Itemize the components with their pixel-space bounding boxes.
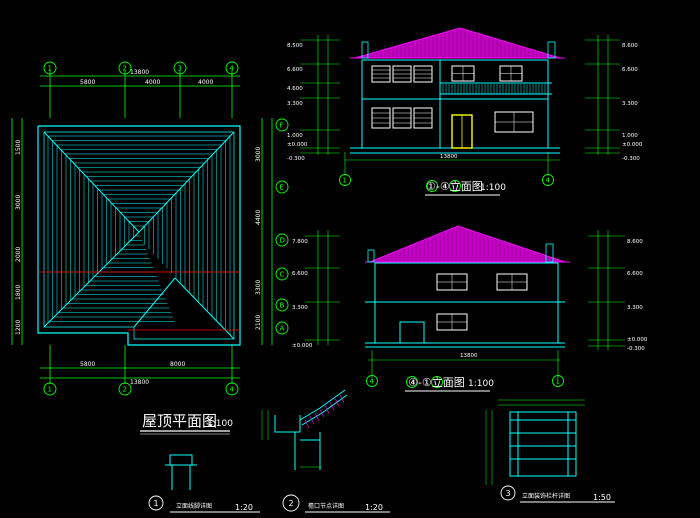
axis-label: 1 <box>48 386 52 394</box>
detail-2: 2 檐口节点详图 1:20 <box>261 389 390 513</box>
balcony-railing <box>442 84 549 94</box>
axis-label: D <box>280 237 285 245</box>
axis-label: C <box>280 271 285 279</box>
level-mark: 8.600 <box>622 43 638 49</box>
level-mark: -0.300 <box>287 156 305 162</box>
level-mark: 1.000 <box>287 133 303 139</box>
front-elevation-title: ①-④立面图 <box>426 179 483 193</box>
detail-number: 2 <box>289 499 294 508</box>
roof-plan-scale: 1:100 <box>207 419 233 429</box>
dim-top-a: 5800 <box>80 79 95 86</box>
level-mark: -0.300 <box>622 156 640 162</box>
facade <box>350 59 560 154</box>
dim-left: 2000 <box>15 247 22 262</box>
axis-label: A <box>280 325 285 333</box>
dim-right: 2100 <box>255 315 262 330</box>
axis-label: 4 <box>370 378 375 386</box>
axis-label: 2 <box>123 65 127 73</box>
back-elevation-title: ④-①立面图 <box>408 375 465 389</box>
level-mark: ±0.000 <box>627 337 648 343</box>
level-mark: 6.600 <box>287 67 303 73</box>
level-mark: 3.300 <box>287 101 303 107</box>
roof-hip-lines <box>43 131 235 340</box>
dim-right: 3000 <box>255 147 262 162</box>
level-mark: 3.300 <box>627 305 643 311</box>
dim-left: 1500 <box>15 140 22 155</box>
dim-total-top: 13800 <box>130 69 149 76</box>
axis-label: 1 <box>556 378 560 386</box>
level-mark: -0.300 <box>627 346 645 352</box>
dim-left: 1800 <box>15 285 22 300</box>
roof-plan: 1 2 3 4 1 2 4 F E D C B A 13800 5800 400… <box>11 61 289 435</box>
back-elevation: 7.800 6.600 3.300 ±0.000 8.600 6.600 3.3… <box>292 225 648 392</box>
level-mark: 7.800 <box>292 239 308 245</box>
axis-label: 4 <box>546 177 551 185</box>
detail-title: 立面装饰栏杆详图 <box>522 492 570 500</box>
roof-plan-title: 屋顶平面图 <box>142 412 217 430</box>
axis-label: F <box>280 122 284 130</box>
level-mark: ±0.000 <box>287 142 308 148</box>
back-elevation-scale: 1:100 <box>468 379 494 389</box>
level-mark: 8.500 <box>287 43 303 49</box>
facade <box>365 262 565 348</box>
roof-pattern <box>358 28 560 58</box>
width-dim: 13800 <box>440 154 458 160</box>
detail-title: 立面线脚详图 <box>176 502 212 510</box>
level-mark: 4.600 <box>287 86 303 92</box>
level-mark: ±0.000 <box>292 343 313 349</box>
roof-pattern <box>373 226 563 262</box>
roof <box>369 225 566 263</box>
axis-label: 4 <box>230 65 235 73</box>
level-mark: 1.000 <box>622 133 638 139</box>
dim-top-c: 4000 <box>198 79 213 86</box>
axis-label: 1 <box>343 177 347 185</box>
level-mark: 6.600 <box>622 67 638 73</box>
level-mark: 8.600 <box>627 239 643 245</box>
detail-number: 1 <box>154 499 159 508</box>
detail-title: 檐口节点详图 <box>308 502 344 510</box>
width-dim: 13800 <box>460 353 478 359</box>
level-mark: ±0.000 <box>622 142 643 148</box>
dim-right: 4400 <box>255 210 262 225</box>
dim-left: 1200 <box>15 320 22 335</box>
dim-total-bottom: 13800 <box>130 379 149 386</box>
dim-top-b: 4000 <box>145 79 160 86</box>
level-mark: 6.600 <box>292 271 308 277</box>
dim-right: 3300 <box>255 280 262 295</box>
dim-bottom-b: 8000 <box>170 361 185 368</box>
detail-scale: 1:20 <box>235 503 253 512</box>
detail-scale: 1:20 <box>365 503 383 512</box>
dim-left: 3000 <box>15 195 22 210</box>
roof-outline <box>37 125 241 346</box>
axis-label: E <box>280 184 284 192</box>
detail-3: 3 立面装饰栏杆详图 1:50 <box>485 399 615 503</box>
front-elevation-scale: 1:100 <box>480 183 506 193</box>
detail-1: 1 立面线脚详图 1:20 <box>148 454 260 513</box>
level-mark: 3.300 <box>292 305 308 311</box>
roof-hatching <box>47 135 231 335</box>
detail-number: 3 <box>506 489 511 498</box>
dim-bottom-a: 5800 <box>80 361 95 368</box>
front-elevation: 8.500 6.600 4.600 3.300 1.000 ±0.000 -0.… <box>287 27 643 196</box>
axis-label: 1 <box>48 65 52 73</box>
axis-label: B <box>280 302 285 310</box>
roof <box>354 27 561 59</box>
axis-label: 4 <box>230 386 235 394</box>
level-mark: 6.600 <box>627 271 643 277</box>
axis-label: 3 <box>178 65 182 73</box>
detail-scale: 1:50 <box>593 493 611 502</box>
axis-label: 2 <box>123 386 127 394</box>
level-mark: 3.300 <box>622 101 638 107</box>
